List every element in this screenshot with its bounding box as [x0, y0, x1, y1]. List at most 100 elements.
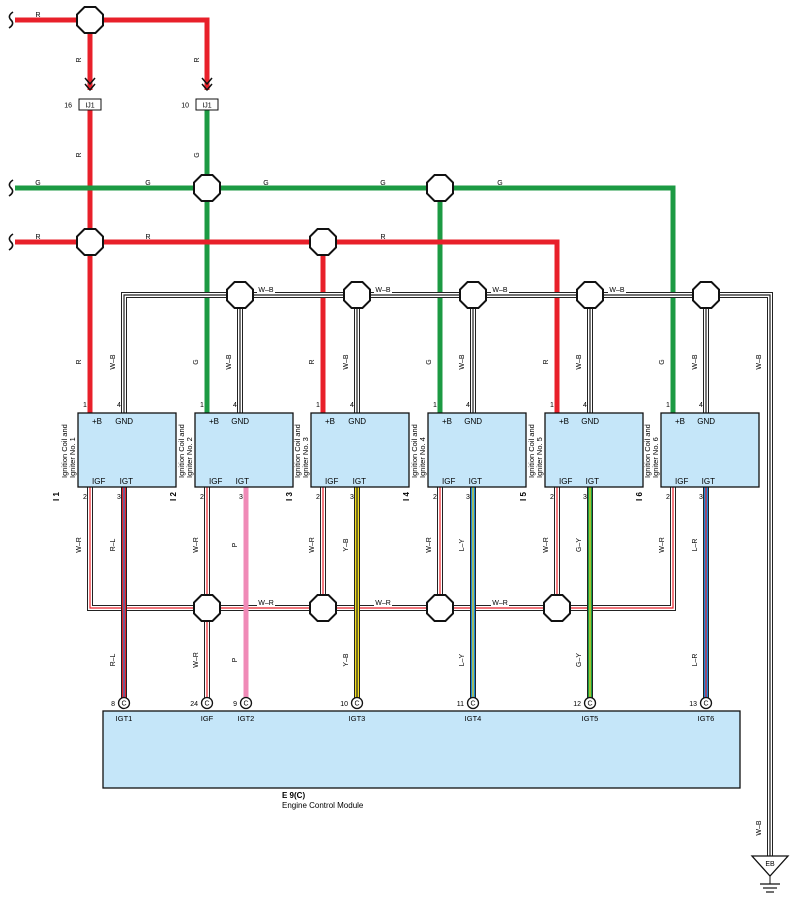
vlabel-gnd-5: W–B — [576, 354, 583, 370]
coil-pin-gnd-4: 4 — [466, 402, 470, 409]
coil-pin-gnd-6: 4 — [699, 402, 703, 409]
vlabel-gnd-4: W–B — [459, 354, 466, 370]
vlabel-igf-ecm-bg — [190, 651, 200, 669]
wire-g-rail — [15, 185, 676, 413]
label-g-2: G — [145, 180, 150, 187]
vlabel-feed-1: R — [76, 359, 83, 364]
vlabel-igf-5-bg — [540, 536, 550, 554]
coil-name-1-4: Ignition Coil and — [410, 424, 419, 478]
vlabel-igt-1: R–L — [110, 538, 117, 551]
ecm-connector-IGT1 — [117, 696, 131, 710]
coil-name-2-1: Igniter No. 1 — [68, 437, 77, 478]
coil-pin-pb-4: 1 — [433, 402, 437, 409]
coil-name-2-4: Igniter No. 4 — [418, 437, 427, 478]
break-r — [8, 233, 14, 251]
ecm-connector-IGT4 — [466, 696, 480, 710]
coil-module-4 — [427, 412, 527, 488]
coil-pin-igt-1: 3 — [117, 494, 121, 501]
vlabel-gnd-3-bg — [340, 353, 350, 371]
vlabel-feed-1-bg — [73, 353, 83, 371]
coil-label-igt-2: IGT — [236, 477, 249, 486]
ij1-pin: 16 — [64, 103, 72, 110]
coil-label-pb-6: +B — [675, 417, 685, 426]
wire-wr-bus-stripe — [89, 487, 674, 609]
vlabel-igt-low-2: P — [232, 657, 239, 662]
ecm-connector-IGT3-letter: C — [354, 701, 359, 708]
wire-r-top-right — [90, 17, 210, 90]
vlabel-igt-low-4: L–Y — [459, 653, 466, 666]
label-wr-2: W–R — [492, 600, 508, 607]
wire-wr-bus-outline — [87, 487, 676, 611]
vlabel-r-b: R — [194, 57, 201, 62]
coil-pin-igf-1: 2 — [83, 494, 87, 501]
coil-label-igt-6: IGT — [702, 477, 715, 486]
coil-label-gnd-6: GND — [697, 417, 715, 426]
wire-wr-bus-base — [88, 487, 675, 610]
ij1-connector — [195, 98, 219, 111]
label-wb-2-bg — [491, 284, 509, 294]
coil-label-igf-1: IGF — [92, 477, 105, 486]
vlabel-gnd-1: W–B — [110, 354, 117, 370]
coil-pin-gnd-3: 4 — [350, 402, 354, 409]
coil-pin-igf-3: 2 — [316, 494, 320, 501]
vlabel-igt-low-1: R–L — [110, 653, 117, 666]
vlabel-igf-6: W–R — [659, 537, 666, 553]
ecm-code: E 9(C) — [282, 791, 305, 800]
splice-1 — [193, 174, 221, 202]
ecm-connector-IGT4-letter: C — [470, 701, 475, 708]
ecm-terminal-IGT4: IGT4 — [465, 714, 482, 723]
ecm-terminal-IGT2: IGT2 — [238, 714, 255, 723]
coil-pin-gnd-1: 4 — [117, 402, 121, 409]
splice-13 — [543, 594, 571, 622]
coil-id-6: I 6 — [635, 492, 644, 501]
break-g — [8, 179, 14, 197]
vlabel-r-c: R — [76, 152, 83, 157]
ecm-connector-IGT3 — [350, 696, 364, 710]
vlabel-igf-4: W–R — [426, 537, 433, 553]
coil-pin-igt-4: 3 — [466, 494, 470, 501]
splice-5 — [226, 281, 254, 309]
coil-module-2 — [194, 412, 294, 488]
label-wr-0-bg — [257, 597, 275, 607]
vlabel-igt-5: G–Y — [576, 538, 583, 552]
label-wr-1: W–R — [375, 600, 391, 607]
vlabel-r-a: R — [76, 57, 83, 62]
vlabel-g-d: G — [194, 152, 201, 157]
coil-pin-igf-6: 2 — [666, 494, 670, 501]
coil-label-igf-6: IGF — [675, 477, 688, 486]
coil-id-1: I 1 — [52, 492, 61, 501]
coil-id-2: I 2 — [169, 492, 178, 501]
vlabel-feed-3: R — [309, 359, 316, 364]
label-r-2: R — [145, 234, 150, 241]
vlabel-igt-low-5-bg — [573, 651, 583, 669]
vlabel-g-d-bg — [191, 146, 201, 164]
coil-module-1 — [77, 412, 177, 488]
coil-label-igf-3: IGF — [325, 477, 338, 486]
ij1-arrow — [201, 77, 213, 92]
coil-label-pb-3: +B — [325, 417, 335, 426]
coil-pin-igt-2: 3 — [239, 494, 243, 501]
label-wb-0-bg — [257, 284, 275, 294]
vlabel-igf-1-bg — [73, 536, 83, 554]
vlabel-igt-3: Y–B — [343, 538, 350, 552]
ecm-pin-IGT3: 10 — [340, 701, 348, 708]
label-wr-2-bg — [491, 597, 509, 607]
label-g-1: G — [35, 180, 40, 187]
ij1-arrow — [84, 77, 96, 92]
ecm-name: Engine Control Module — [282, 801, 364, 810]
ecm-terminal-IGT1: IGT1 — [116, 714, 133, 723]
ecm-pin-IGF: 24 — [190, 701, 198, 708]
coil-label-gnd-5: GND — [581, 417, 599, 426]
coil-id-3: I 3 — [285, 492, 294, 501]
ecm-terminal-IGT6: IGT6 — [698, 714, 715, 723]
vlabel-igt-4: L–Y — [459, 538, 466, 551]
ecm-terminal-IGF: IGF — [201, 714, 214, 723]
coil-module-3 — [310, 412, 410, 488]
vlabel-igf-6-bg — [656, 536, 666, 554]
coil-label-pb-4: +B — [442, 417, 452, 426]
vlabel-wb-ground-low: W–B — [756, 820, 763, 836]
ecm-terminal-IGT5: IGT5 — [582, 714, 599, 723]
coil-name-1-5: Ignition Coil and — [527, 424, 536, 478]
wire-r-rail — [15, 239, 560, 413]
vlabel-feed-5-bg — [540, 353, 550, 371]
